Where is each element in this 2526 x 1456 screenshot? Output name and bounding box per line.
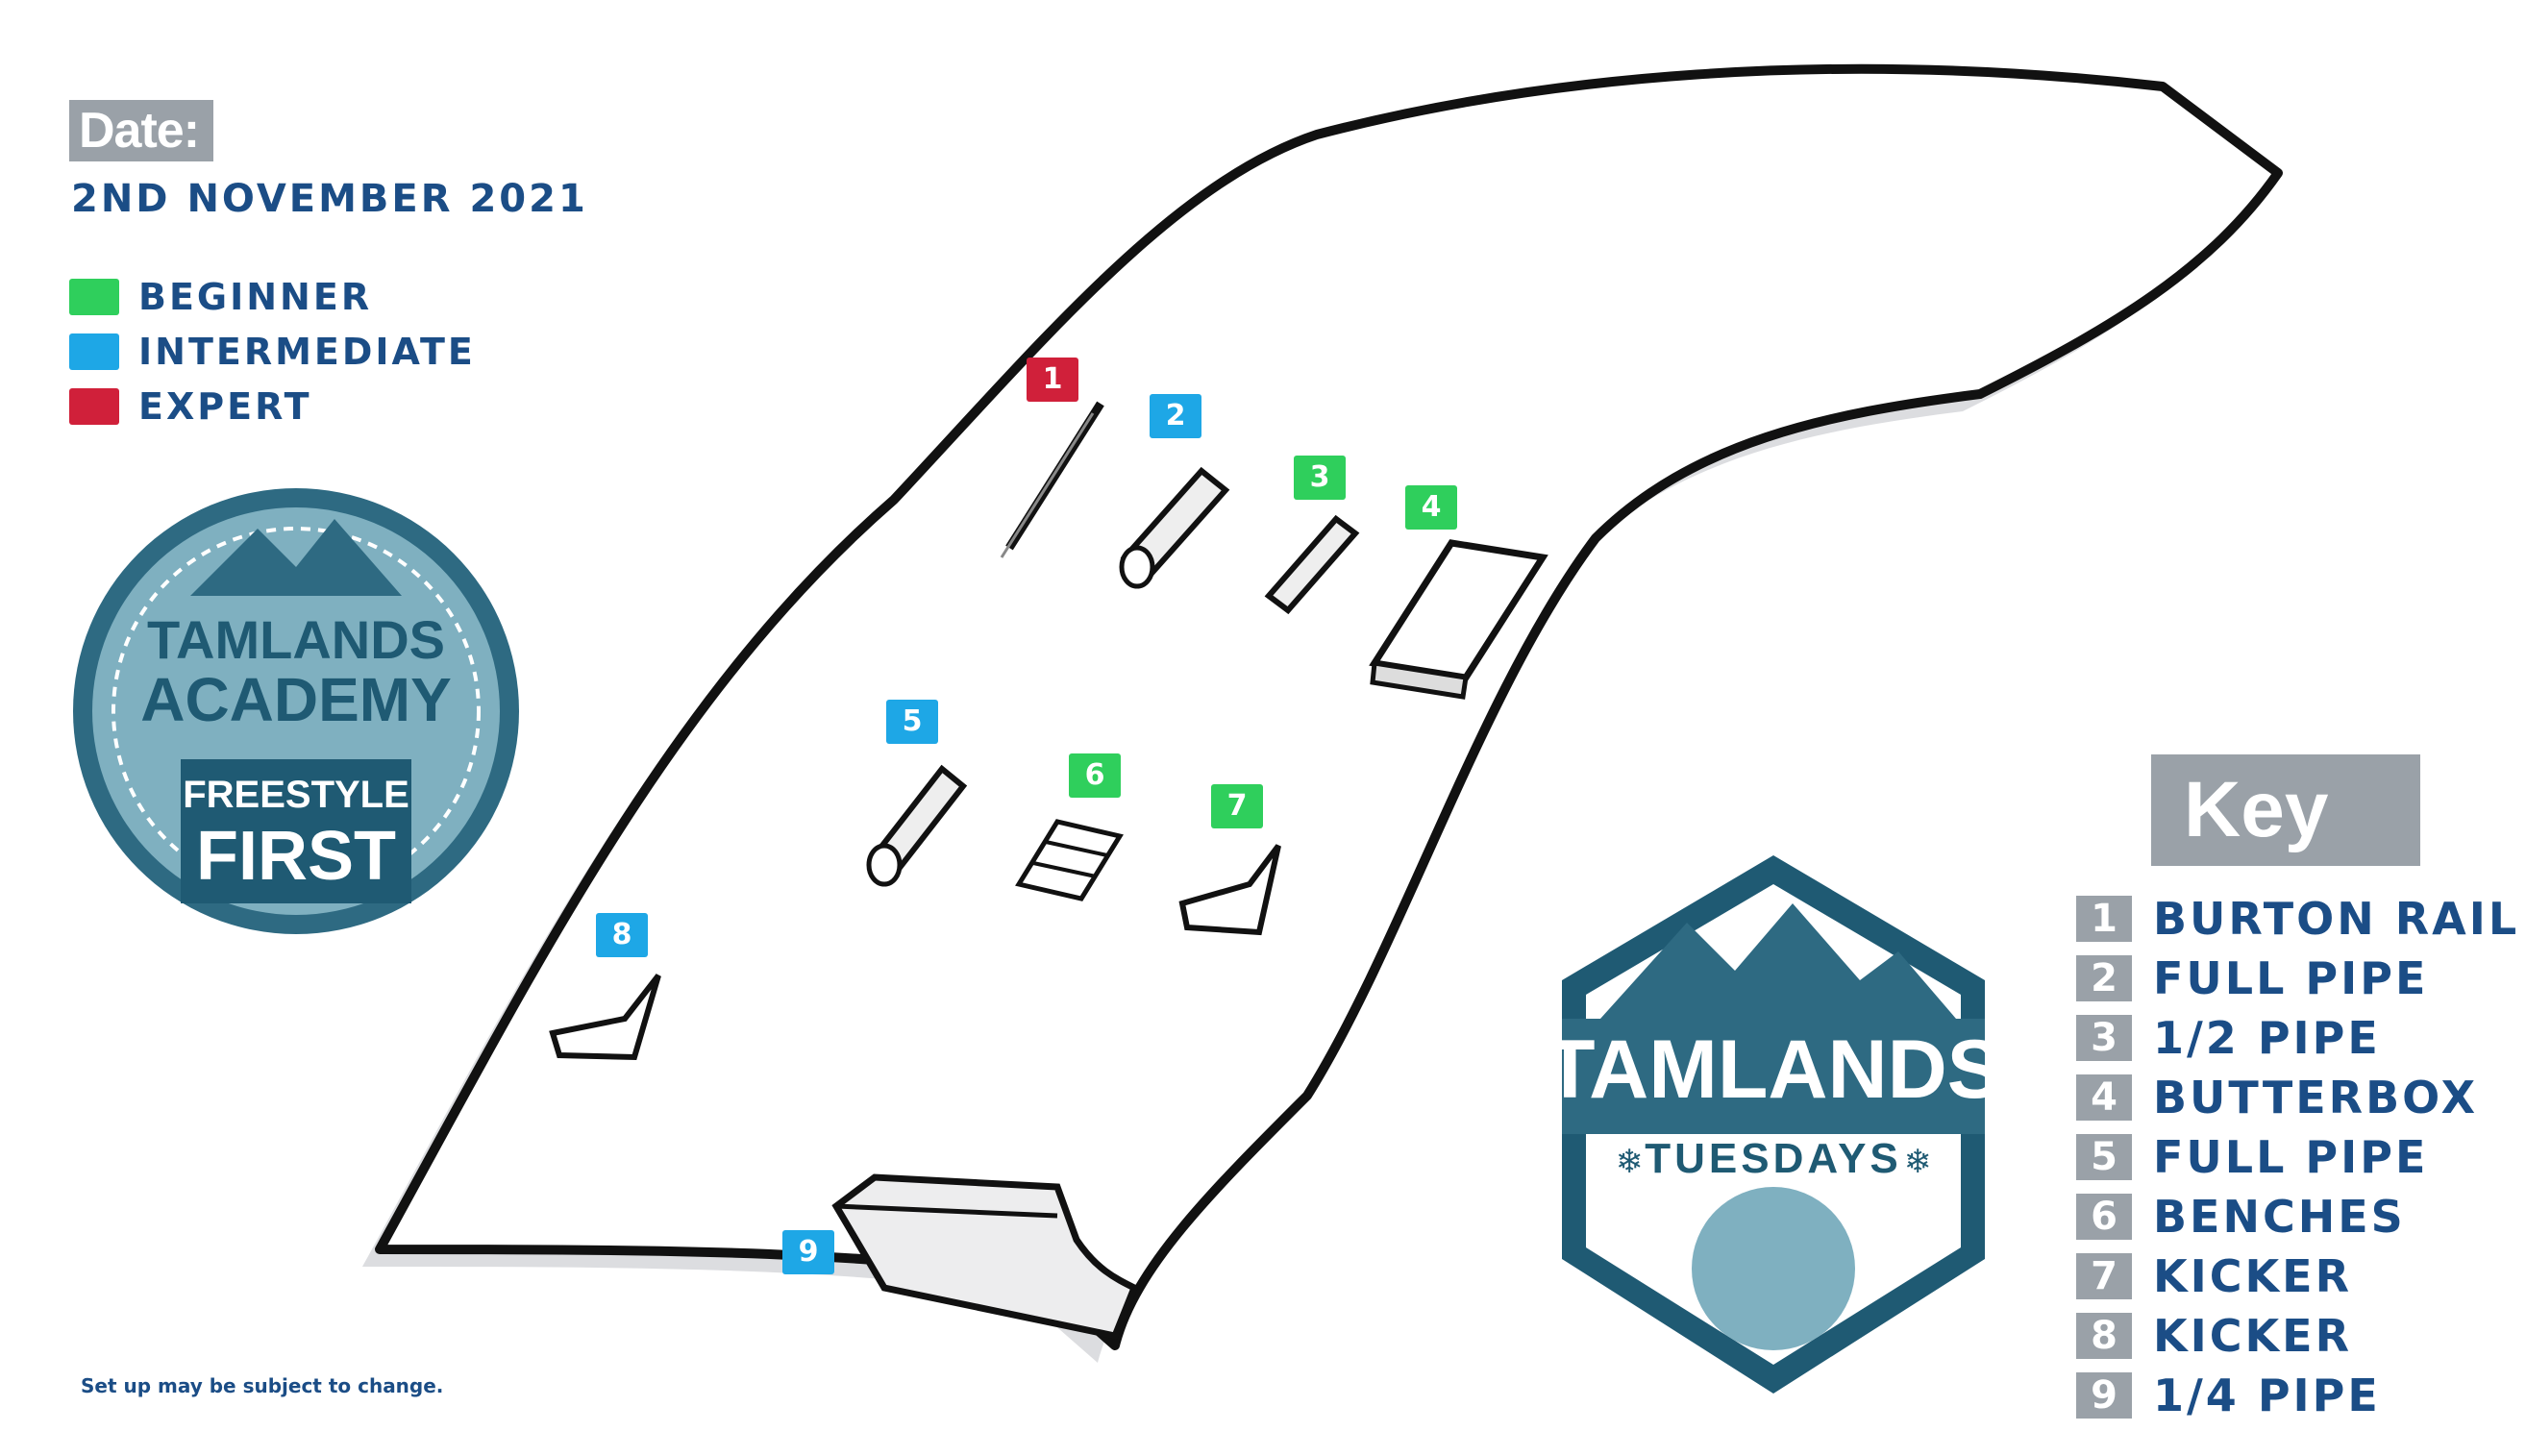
- feature-kicker-8: [549, 974, 661, 1061]
- academy-line3: FREESTYLE: [183, 774, 409, 816]
- key-num: 6: [2076, 1194, 2132, 1240]
- map-marker-3: 3: [1294, 456, 1346, 500]
- map-marker-6: 6: [1069, 753, 1121, 798]
- key-item: 1 BURTON RAIL: [2076, 889, 2519, 949]
- key-label: KICKER: [2153, 1250, 2353, 1302]
- key-item: 2 FULL PIPE: [2076, 949, 2519, 1008]
- key-label: 1/4 PIPE: [2153, 1370, 2381, 1421]
- academy-line1: TAMLANDS: [147, 609, 445, 670]
- legend-item-intermediate: INTERMEDIATE: [69, 324, 476, 379]
- map-marker-7: 7: [1211, 784, 1263, 828]
- tuesdays-line2: TUESDAYS: [1645, 1135, 1902, 1182]
- key-label: KICKER: [2153, 1310, 2353, 1362]
- key-num: 1: [2076, 896, 2132, 942]
- key-item: 4 BUTTERBOX: [2076, 1068, 2519, 1127]
- academy-line4: FIRST: [196, 818, 396, 895]
- feature-benches: [1015, 819, 1124, 901]
- legend-swatch-beginner: [69, 278, 119, 315]
- map-marker-8: 8: [596, 913, 648, 957]
- footnote: Set up may be subject to change.: [81, 1374, 444, 1397]
- legend-item-beginner: BEGINNER: [69, 269, 476, 324]
- tuesdays-line1: TAMLANDS: [1545, 1024, 2002, 1116]
- key-item: 9 1/4 PIPE: [2076, 1366, 2519, 1425]
- key-title: Key: [2151, 754, 2420, 866]
- slope-outline: [375, 63, 2283, 1350]
- key-num: 3: [2076, 1015, 2132, 1061]
- mountain-icon: [1600, 903, 1956, 1019]
- legend-swatch-expert: [69, 387, 119, 425]
- key-num: 8: [2076, 1313, 2132, 1359]
- difficulty-legend: BEGINNER INTERMEDIATE EXPERT: [69, 269, 476, 433]
- feature-quarter-pipe: [831, 1173, 1139, 1341]
- globe-icon: [1692, 1187, 1855, 1350]
- date-value: 2ND NOVEMBER 2021: [71, 177, 588, 221]
- academy-line2: ACADEMY: [140, 665, 452, 734]
- snowflake-icon: ❄: [1616, 1144, 1644, 1180]
- map-marker-5: 5: [886, 700, 938, 744]
- academy-badge: TAMLANDS ACADEMY FREESTYLE FIRST: [73, 488, 519, 934]
- feature-kicker-7: [1178, 844, 1281, 936]
- legend-label-intermediate: INTERMEDIATE: [138, 330, 476, 373]
- key-label: FULL PIPE: [2153, 952, 2429, 1004]
- key-item: 8 KICKER: [2076, 1306, 2519, 1366]
- feature-butterbox: [1369, 539, 1548, 700]
- snowflake-icon: ❄: [1904, 1144, 1932, 1180]
- key-num: 7: [2076, 1253, 2132, 1299]
- date-label: Date:: [69, 100, 213, 161]
- feature-full-pipe-5: [866, 764, 968, 887]
- key-item: 5 FULL PIPE: [2076, 1127, 2519, 1187]
- key-num: 9: [2076, 1372, 2132, 1419]
- feature-burton-rail: [1000, 401, 1104, 558]
- tuesdays-badge: TAMLANDS TUESDAYS ❄ ❄: [1545, 855, 2002, 1394]
- key-num: 5: [2076, 1134, 2132, 1180]
- map-marker-1: 1: [1027, 358, 1078, 402]
- feature-half-pipe: [1264, 514, 1360, 615]
- mountain-icon: [190, 519, 402, 596]
- key-label: FULL PIPE: [2153, 1131, 2429, 1183]
- legend-label-beginner: BEGINNER: [138, 275, 373, 318]
- map-marker-4: 4: [1405, 485, 1457, 530]
- key-label: BURTON RAIL: [2153, 893, 2520, 945]
- legend-item-expert: EXPERT: [69, 379, 476, 433]
- key-label: BUTTERBOX: [2153, 1072, 2479, 1123]
- key-label: 1/2 PIPE: [2153, 1012, 2381, 1064]
- feature-full-pipe-2: [1119, 466, 1230, 589]
- legend-swatch-intermediate: [69, 333, 119, 370]
- key-label: BENCHES: [2153, 1191, 2406, 1243]
- legend-label-expert: EXPERT: [138, 384, 312, 428]
- key-item: 7 KICKER: [2076, 1246, 2519, 1306]
- key-num: 4: [2076, 1074, 2132, 1121]
- key-num: 2: [2076, 955, 2132, 1001]
- key-item: 6 BENCHES: [2076, 1187, 2519, 1246]
- key-item: 3 1/2 PIPE: [2076, 1008, 2519, 1068]
- map-marker-9: 9: [782, 1230, 834, 1274]
- map-marker-2: 2: [1150, 394, 1201, 438]
